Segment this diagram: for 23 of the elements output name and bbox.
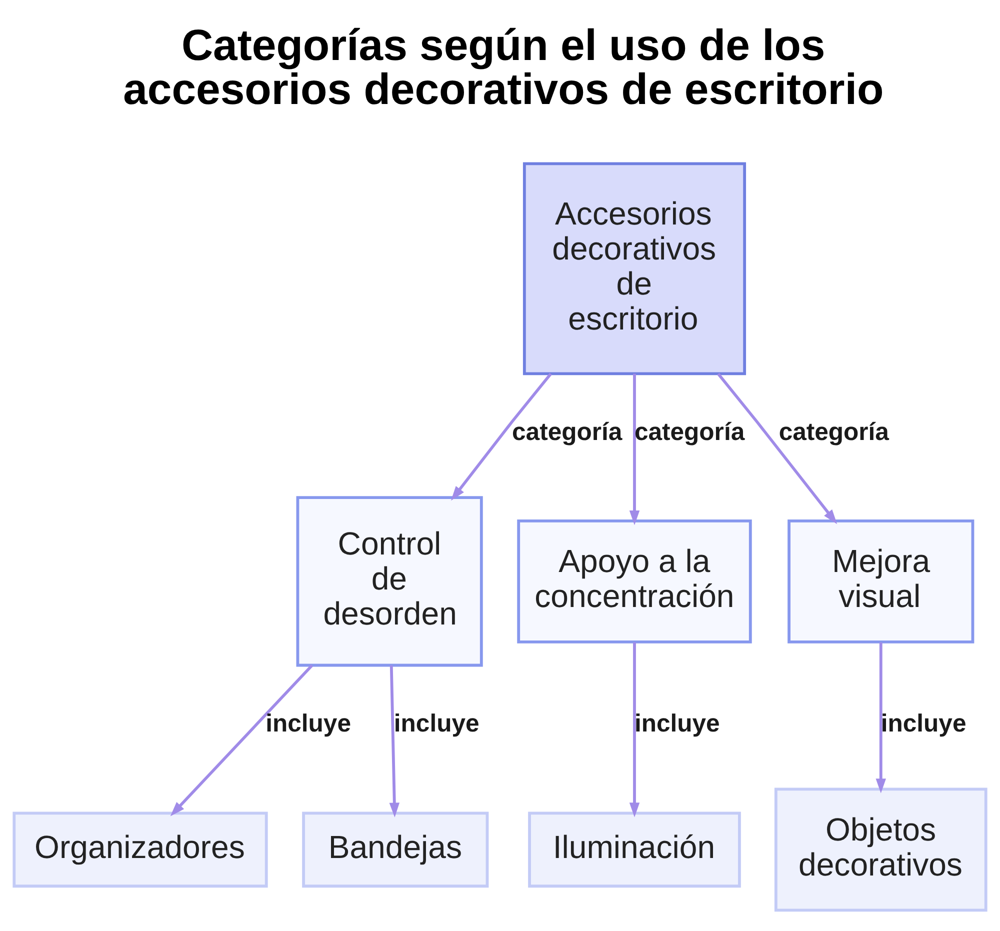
node-box: Apoyo a la concentración — [517, 519, 752, 644]
arrow — [170, 664, 314, 816]
arrow — [629, 642, 640, 818]
node-box: Organizadores — [12, 812, 268, 888]
edge-label: categoría — [512, 419, 622, 446]
diagram-title: Categorías según el uso de los accesorios decorativos de escritorio — [123, 21, 884, 114]
arrow — [389, 665, 400, 818]
edge-label: incluye — [880, 710, 966, 738]
arrow — [717, 372, 838, 524]
edge-label: categoría — [634, 419, 745, 446]
edge-label: incluye — [266, 710, 351, 738]
node-box: Bandejas — [302, 812, 489, 888]
node-box: Control de desorden — [296, 496, 483, 667]
node-box: Accesorios decorativos de escritorio — [522, 162, 746, 376]
edge-label: incluye — [634, 710, 720, 738]
node-box: Mejora visual — [788, 519, 974, 644]
arrow — [629, 374, 640, 526]
node-box: Iluminación — [528, 812, 741, 888]
edge-label: incluye — [394, 710, 480, 738]
node-box: Objetos decorativos — [774, 788, 988, 912]
arrow — [450, 372, 552, 501]
arrow — [876, 642, 886, 794]
edge-label: categoría — [778, 419, 889, 446]
